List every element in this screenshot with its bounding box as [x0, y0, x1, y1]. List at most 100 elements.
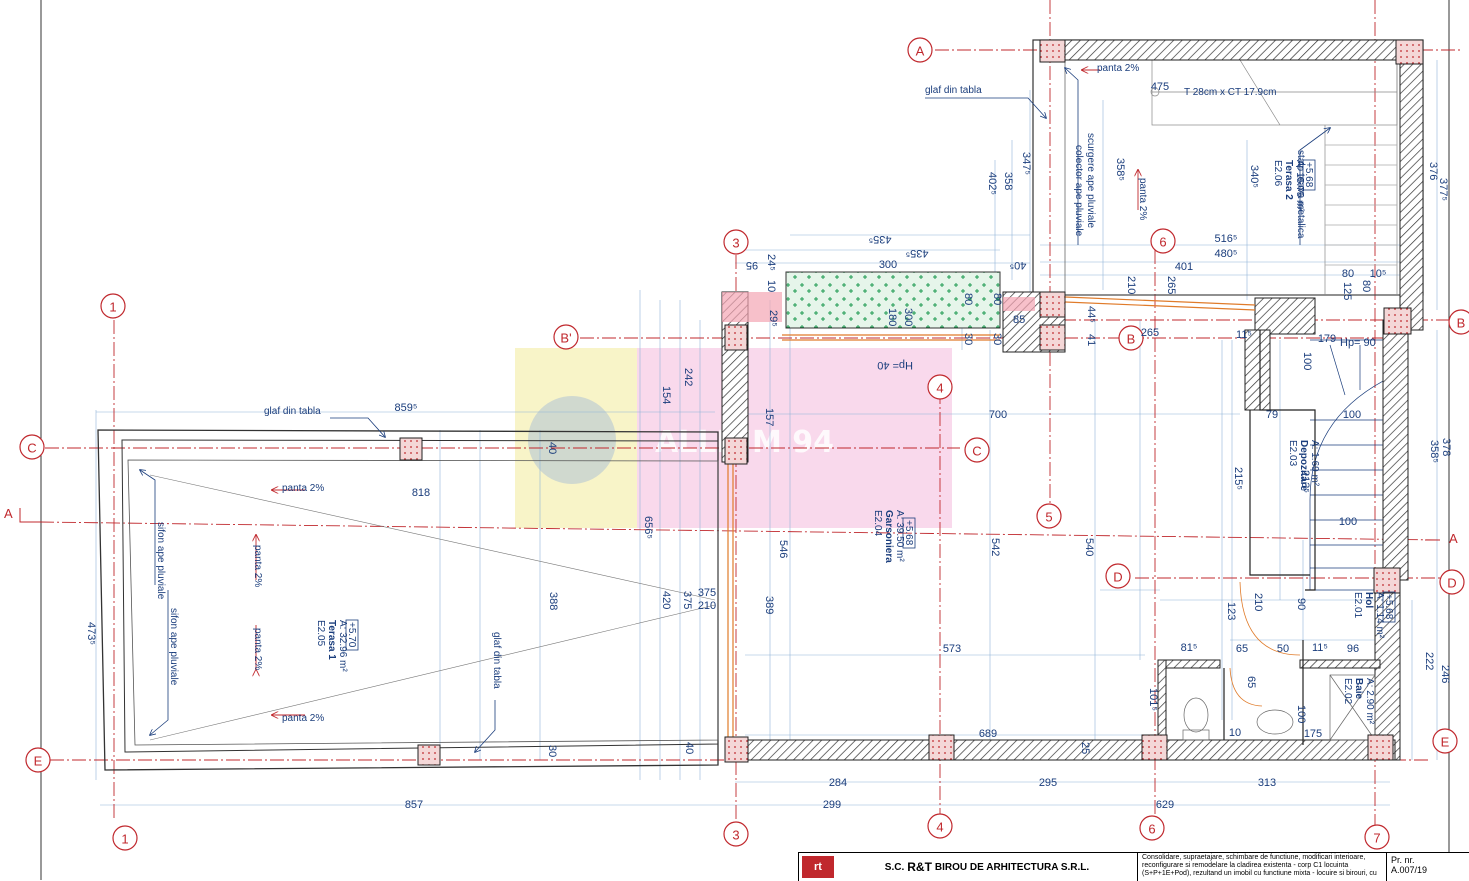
section-markers: [19, 508, 1440, 541]
svg-text:100: 100: [1339, 516, 1357, 528]
svg-text:175: 175: [1304, 728, 1322, 740]
svg-text:480⁵: 480⁵: [1215, 248, 1238, 260]
svg-text:101⁵: 101⁵: [1147, 688, 1159, 711]
svg-text:700: 700: [989, 409, 1007, 421]
svg-text:Garsoniera: Garsoniera: [883, 510, 894, 563]
svg-text:A: 32.96 m²: A: 32.96 m²: [337, 620, 348, 672]
svg-text:B: B: [1457, 316, 1466, 331]
svg-text:11⁵: 11⁵: [1312, 642, 1328, 654]
svg-text:435⁵: 435⁵: [869, 233, 892, 245]
grid-bubble-7: [1364, 824, 1390, 850]
svg-text:389: 389: [763, 596, 775, 614]
svg-text:376: 376: [1427, 162, 1439, 180]
svg-text:402⁵: 402⁵: [986, 172, 998, 195]
svg-text:65: 65: [1245, 676, 1257, 688]
svg-text:65: 65: [1236, 643, 1248, 655]
svg-text:340⁵: 340⁵: [1248, 165, 1260, 188]
svg-text:81⁵: 81⁵: [1181, 642, 1198, 654]
svg-text:4: 4: [936, 820, 943, 835]
svg-text:818: 818: [412, 487, 430, 499]
svg-text:41: 41: [1085, 334, 1097, 346]
svg-text:90: 90: [1295, 598, 1307, 610]
svg-text:A: 2.90 m²: A: 2.90 m²: [1364, 678, 1375, 725]
svg-text:30: 30: [546, 745, 558, 757]
svg-text:Hol: Hol: [1363, 592, 1374, 608]
note-glaf-3: glaf din tabla: [491, 632, 502, 689]
grid-bubbles: [19, 37, 1469, 851]
svg-text:213⁵: 213⁵: [1299, 470, 1311, 493]
svg-text:179: 179: [1318, 333, 1336, 345]
grid-bubble-6-top: [1150, 228, 1176, 254]
svg-text:6: 6: [1159, 235, 1166, 250]
stair-interior: [1309, 339, 1386, 591]
svg-text:210: 210: [1125, 276, 1137, 294]
partitions: [1223, 330, 1316, 745]
svg-text:E: E: [34, 754, 43, 769]
grid-bubble-5: [1036, 503, 1062, 529]
svg-text:40: 40: [683, 742, 695, 754]
svg-text:E2.03: E2.03: [1287, 440, 1298, 467]
svg-text:85: 85: [1013, 314, 1025, 326]
svg-text:377⁵: 377⁵: [1437, 178, 1449, 201]
svg-text:+5.68: +5.68: [1303, 162, 1314, 188]
svg-text:100: 100: [1343, 409, 1361, 421]
svg-text:401: 401: [1175, 261, 1193, 273]
grid-bubble-4-top: [927, 374, 953, 400]
svg-text:30: 30: [991, 333, 1003, 345]
svg-text:29⁵: 29⁵: [767, 310, 779, 327]
svg-text:30: 30: [962, 333, 974, 345]
company-name: S.C. R&T BIROU DE ARHITECTURA S.R.L.: [837, 853, 1138, 881]
note-panta-6: panta 2%: [1137, 178, 1148, 220]
svg-text:A: 39.50 m²: A: 39.50 m²: [894, 510, 905, 562]
svg-text:3: 3: [732, 828, 739, 843]
svg-text:44⁵: 44⁵: [1085, 306, 1097, 323]
dimensions-vertical: 157 242 154 656⁵ 546 389 388 420 375 542…: [85, 152, 1452, 757]
svg-text:473⁵: 473⁵: [85, 622, 97, 645]
svg-text:4: 4: [936, 381, 943, 396]
room-terasa2: E2.06 Terasa 2 A: 15.75 m² +5.68: [1272, 159, 1316, 212]
grid-bubble-6-bot: [1139, 815, 1165, 841]
note-sifon-1: sifon ape pluviale: [155, 522, 166, 600]
columns: [399, 39, 1424, 766]
grid-bubble-D-right: [1439, 569, 1465, 595]
room-terasa1: E2.05 Terasa 1 A: 32.96 m² +5.70: [315, 619, 359, 672]
svg-text:10: 10: [765, 280, 777, 292]
svg-text:154: 154: [660, 386, 672, 404]
grid-bubble-A: [907, 37, 933, 63]
svg-text:B: B: [1127, 332, 1136, 347]
svg-text:D: D: [1113, 570, 1122, 585]
svg-text:180: 180: [886, 308, 898, 326]
svg-text:100: 100: [1301, 352, 1313, 370]
svg-text:6: 6: [1148, 822, 1155, 837]
svg-text:299: 299: [823, 799, 841, 811]
svg-text:210: 210: [698, 600, 716, 612]
svg-text:E: E: [1441, 735, 1450, 750]
svg-text:300: 300: [902, 308, 914, 326]
svg-text:358⁵: 358⁵: [1428, 440, 1440, 463]
svg-text:C: C: [27, 441, 36, 456]
svg-text:+5.68: +5.68: [903, 520, 914, 546]
svg-text:D: D: [1447, 576, 1456, 591]
note-treapta: T 28cm x CT 17.9cm: [1184, 87, 1276, 98]
frames: [727, 296, 1256, 740]
svg-text:40⁵: 40⁵: [1010, 259, 1027, 271]
pink-beam-2: [1003, 297, 1035, 311]
grid-bubble-1-top: [100, 293, 126, 319]
grid-bubble-1-bot: [112, 825, 138, 851]
svg-text:96: 96: [1347, 643, 1359, 655]
svg-text:E2.01: E2.01: [1352, 592, 1363, 619]
grid-labels: A B B B' C C D D E E 1 1 3 3 4 4 5 6 6 7: [27, 44, 1465, 847]
note-sifon-2: sifon ape pluviale: [168, 608, 179, 686]
company-logo: rt: [802, 856, 834, 878]
svg-text:125: 125: [1341, 282, 1353, 300]
svg-text:629: 629: [1156, 799, 1174, 811]
svg-text:80: 80: [1342, 268, 1354, 280]
svg-text:435⁵: 435⁵: [906, 247, 929, 259]
room-hol: E2.01 Hol A: 1.14 m² +5.68: [1352, 591, 1396, 639]
svg-text:242: 242: [682, 368, 694, 386]
section-label-left: A: [4, 506, 13, 521]
svg-text:Terasa 2: Terasa 2: [1283, 160, 1294, 200]
room-baie: E2.02 Baie A: 2.90 m²: [1342, 678, 1375, 725]
svg-text:516⁵: 516⁵: [1215, 233, 1238, 245]
svg-text:656⁵: 656⁵: [642, 516, 654, 539]
